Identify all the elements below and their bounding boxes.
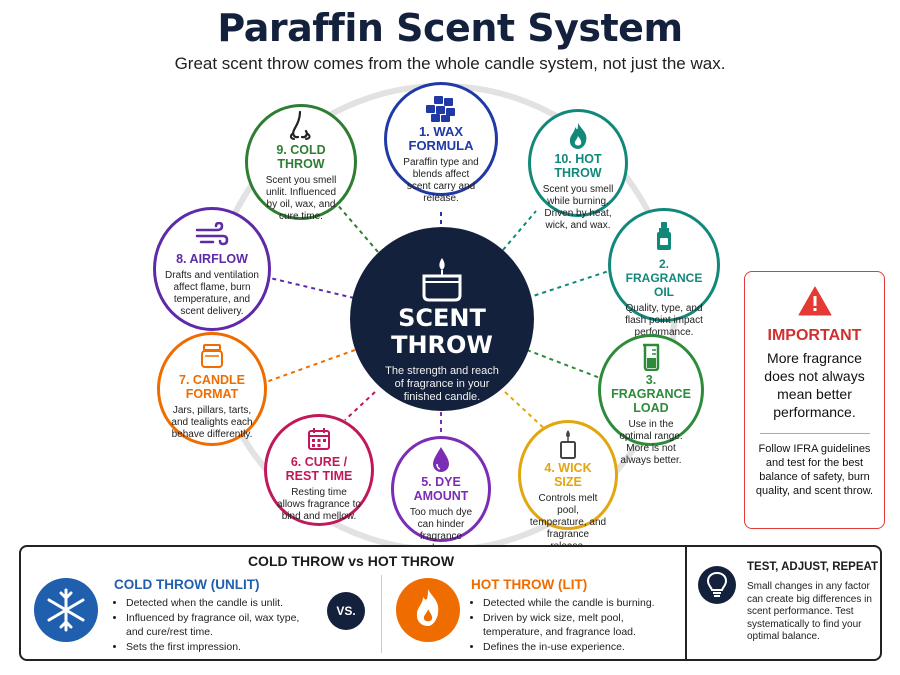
factor-title: 1. WAX [418,124,464,139]
warning-icon [798,286,831,316]
factor-title: 4. WICK SIZE [544,461,592,489]
factor-description: Resting time allows fragrance to bind an… [277,487,361,522]
factor-title-line2: FORMULA [408,138,474,153]
factor-description: Quality, type, and flash point impact pe… [625,303,703,338]
lightbulb-icon [698,566,736,604]
connector-line [265,349,356,383]
factor-description: Scent you smell while burning. Driven by… [542,184,614,231]
panel-divider [685,547,687,659]
calendar-icon [308,428,330,450]
factor-title: 2. FRAGRANCE OIL [625,257,703,299]
hot-bullet: Defines the in-use experience. [483,640,681,654]
vs-badge: VS. [327,592,365,630]
drop-icon [433,447,449,472]
wax-blocks-icon [426,96,455,122]
jar-icon [201,344,223,368]
factor-airflow: 8. AIRFLOW Drafts and ventilation affect… [153,207,271,331]
factor-description: Controls melt pool, temperature, and fra… [529,493,607,552]
cold-bullet: Influenced by fragrance oil, wax type, a… [126,611,314,639]
nose-icon [289,110,311,140]
dropper-bottle-icon [657,222,671,250]
connector-line [526,269,613,299]
factor-fragrance-load: 3. FRAGRANCE LOAD Use in the optimal ran… [598,334,704,466]
factor-title: 7. CANDLE [179,373,245,387]
beaker-icon [643,343,660,371]
important-note: Follow IFRA guidelines and test for the … [755,443,874,497]
factor-title-line2: LOAD [633,401,669,415]
connector-line [502,210,537,251]
factor-description: Scent you smell unlit. Influenced by oil… [265,175,337,222]
factor-wax-formula: 1. WAX FORMULA Paraffin type and blends … [384,82,498,204]
hot-bullet: Driven by wick size, melt pool, temperat… [483,611,681,639]
comparison-title: COLD THROW vs HOT THROW [247,553,455,569]
factor-title: 10. HOT THROW [554,152,602,180]
cold-throw-title: COLD THROW (UNLIT) [114,577,260,592]
connector-line [269,277,355,299]
cold-throw-list: Detected when the candle is unlit. Influ… [114,596,314,655]
factor-title: 8. AIRFLOW [176,252,248,266]
important-title: IMPORTANT [767,327,862,344]
tip-title: TEST, ADJUST, REPEAT [747,561,878,573]
divider [381,575,382,653]
page-subtitle: Great scent throw comes from the whole c… [174,54,726,73]
connector-line [504,391,549,433]
important-callout: IMPORTANT More fragrance does not always… [744,271,885,529]
connector-line [335,202,379,253]
factor-hot-throw: 10. HOT THROW Scent you smell while burn… [528,109,628,231]
factor-title: 6. CURE / [290,455,348,469]
factor-title: 3. FRAGRANCE [611,373,691,401]
cold-bullet: Detected when the candle is unlit. [126,596,314,610]
center-description: The strength and reach of fragrance in y… [385,365,499,403]
factor-candle-format: 7. CANDLE FORMAT Jars, pillars, tarts, a… [157,332,267,446]
factor-title: 9. COLD THROW [276,143,326,171]
fire-icon [396,578,460,642]
hot-throw-list: Detected while the candle is burning. Dr… [471,596,681,655]
important-divider [759,433,870,434]
connector-line [526,349,601,379]
factor-title-line2: FORMAT [185,387,239,401]
factor-cure-rest-time: 6. CURE / REST TIME Resting time allows … [264,414,374,526]
factor-cold-throw: 9. COLD THROW Scent you smell unlit. Inf… [245,104,357,222]
factor-fragrance-oil: 2. FRAGRANCE OIL Quality, type, and flas… [608,208,720,338]
center-title-line1: SCENT [398,304,486,332]
candle-icon [560,430,576,459]
factor-description: Use in the optimal range. More is not al… [619,419,683,466]
flame-icon [569,123,587,149]
factor-description: Jars, pillars, tarts, and tealights each… [171,405,253,440]
hot-throw-title: HOT THROW (LIT) [471,577,588,592]
factor-wick-size: 4. WICK SIZE Controls melt pool, tempera… [518,420,618,552]
factor-description: Drafts and ventilation affect flame, bur… [165,270,259,317]
snowflake-icon [34,578,98,642]
wind-icon [195,222,229,246]
center-title-line2: THROW [391,331,493,359]
candle-jar-icon [422,258,462,302]
scent-throw-center: SCENT THROW The strength and reach of fr… [350,227,534,411]
factor-description: Paraffin type and blends affect scent ca… [403,157,479,204]
cold-bullet: Sets the first impression. [126,640,314,654]
comparison-panel: COLD THROW vs HOT THROW COLD THROW (UNLI… [19,545,882,661]
important-text: More fragrance does not always mean bett… [764,350,865,420]
page-title: Paraffin Scent System [217,6,683,50]
factor-dye-amount: 5. DYE AMOUNT Too much dye can hinder fr… [391,436,491,554]
factor-title-line2: REST TIME [285,469,353,483]
factor-title: 5. DYE AMOUNT [413,475,469,503]
connector-line [344,391,376,421]
tip-text: Small changes in any factor can create b… [747,581,872,642]
hot-bullet: Detected while the candle is burning. [483,596,681,610]
